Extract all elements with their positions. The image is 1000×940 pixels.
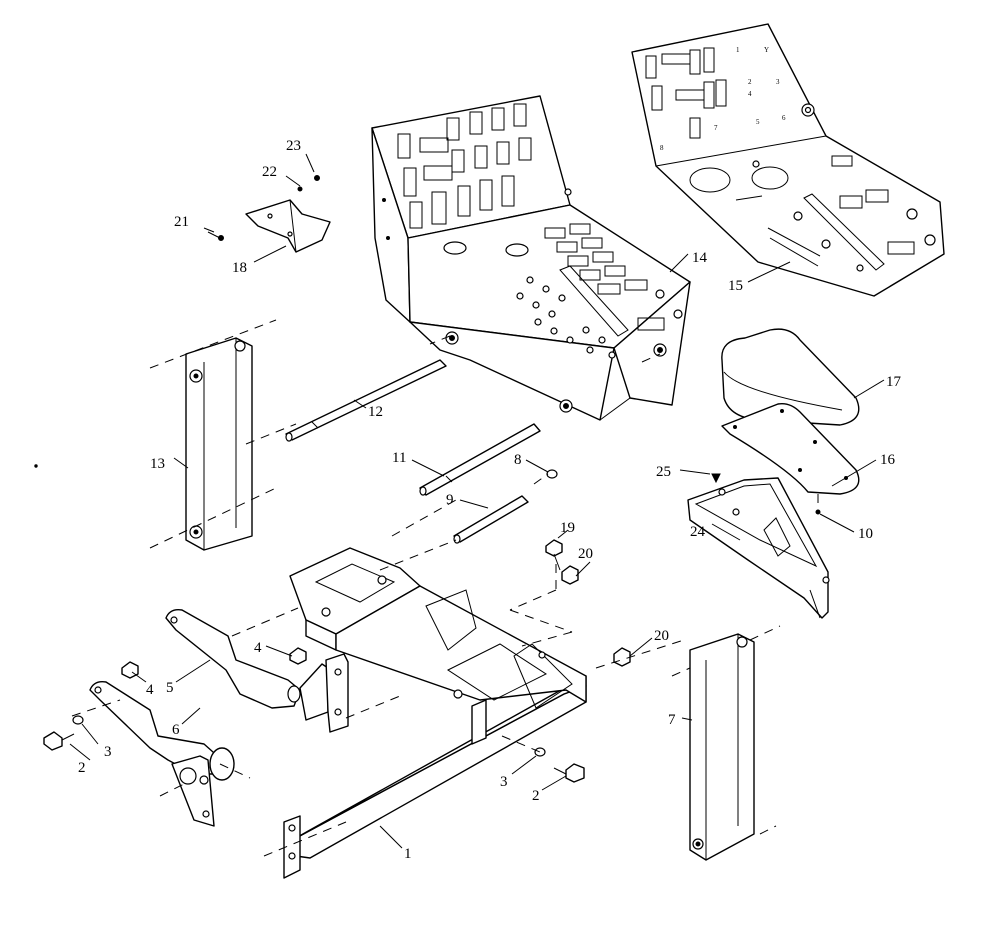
callout-22: 22 (262, 164, 277, 180)
callout-19: 19 (560, 520, 575, 536)
callout-3: 3 (104, 744, 112, 760)
callout-16: 16 (880, 452, 896, 468)
part-15-decal-panel: 1 Y 2 3 4 5 6 7 8 (631, 23, 945, 297)
svg-text:8: 8 (660, 144, 664, 152)
rod-11 (419, 423, 541, 496)
callout-15: 15 (728, 278, 743, 294)
assembly-centerlines (71, 319, 819, 857)
callout-1: 1 (404, 846, 412, 862)
callout-17: 17 (886, 374, 902, 390)
callout-12: 12 (368, 404, 383, 420)
svg-text:7: 7 (714, 124, 718, 132)
callout-11: 11 (392, 450, 406, 466)
part-1-main-frame (283, 547, 587, 879)
callout-10: 10 (858, 526, 873, 542)
callout-9: 9 (446, 492, 454, 508)
part-16-plate (721, 402, 860, 495)
callout-13: 13 (150, 456, 165, 472)
callout-labels: 1 2 2 3 3 4 4 5 6 7 8 9 10 11 12 13 14 1… (78, 138, 902, 862)
pin-8 (546, 469, 558, 479)
svg-text:6: 6 (782, 114, 786, 122)
svg-text:5: 5 (756, 118, 760, 126)
part-18-small-bracket (207, 175, 331, 253)
callout-25: 25 (656, 464, 671, 480)
part-5-arm (165, 608, 349, 733)
callout-24: 24 (690, 524, 706, 540)
callout-21: 21 (174, 214, 189, 230)
callout-2: 2 (78, 760, 86, 776)
svg-text:4: 4 (748, 90, 752, 98)
callout-4: 4 (254, 640, 262, 656)
stray-dot (34, 464, 38, 468)
callout-23: 23 (286, 138, 301, 154)
svg-text:Y: Y (764, 46, 769, 54)
callout-5: 5 (166, 680, 174, 696)
callout-14: 14 (692, 250, 708, 266)
leader-lines (69, 153, 885, 849)
svg-text:2: 2 (748, 78, 752, 86)
part-24-bracket (687, 477, 830, 619)
svg-text:3: 3 (776, 78, 780, 86)
part-6-arm (89, 680, 235, 827)
callout-6: 6 (172, 722, 180, 738)
rod-12 (285, 359, 447, 442)
callout-4: 4 (146, 682, 154, 698)
part-14-console-housing (371, 95, 691, 421)
callout-2: 2 (532, 788, 540, 804)
rod-9 (453, 495, 529, 544)
part-7-right-upright (689, 633, 755, 861)
part-17-armrest-pad (721, 328, 860, 426)
callout-7: 7 (668, 712, 676, 728)
callout-20: 20 (654, 628, 669, 644)
hardware-fasteners (43, 473, 821, 783)
callout-3: 3 (500, 774, 508, 790)
callout-18: 18 (232, 260, 247, 276)
callout-20: 20 (578, 546, 593, 562)
part-13-left-upright (185, 337, 253, 551)
callout-8: 8 (514, 452, 522, 468)
svg-text:1: 1 (736, 46, 740, 54)
